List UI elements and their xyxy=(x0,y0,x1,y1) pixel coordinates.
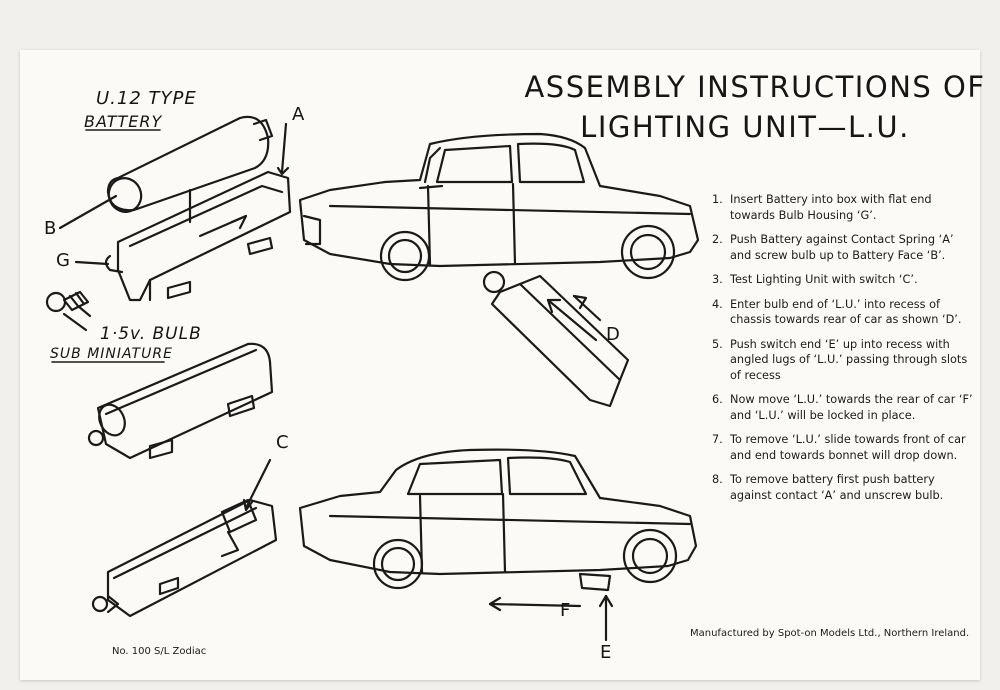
callout-label-c: C xyxy=(276,432,289,453)
manufacturer-line: Manufactured by Spot-on Models Ltd., Nor… xyxy=(690,628,970,639)
bulb-voltage-label: 1·5v. BULB xyxy=(100,324,202,344)
list-item: 4.Enter bulb end of ‘L.U.’ into recess o… xyxy=(712,297,962,327)
instruction-steps: 1.Insert Battery into box with flat end … xyxy=(712,192,974,512)
battery-box-bottom-illustration xyxy=(91,498,278,618)
list-item: 3.Test Lighting Unit with switch ‘C’. xyxy=(712,273,918,286)
list-item: 8.To remove battery first push battery a… xyxy=(712,473,944,502)
title-line-2: LIGHTING UNIT—L.U. xyxy=(580,110,910,144)
title-line-1: ASSEMBLY INSTRUCTIONS OF xyxy=(524,70,986,104)
list-item: 5.Push switch end ‘E’ up into recess wit… xyxy=(712,337,968,382)
lighting-unit-illustration xyxy=(482,270,630,408)
callout-label-a: A xyxy=(292,104,305,125)
battery-type-label: U.12 TYPE xyxy=(96,88,197,109)
battery-label: BATTERY xyxy=(84,112,163,131)
callout-label-d: D xyxy=(606,324,620,345)
battery-box-illustration xyxy=(104,170,292,302)
callout-label-f: F xyxy=(560,600,571,621)
car-top-illustration xyxy=(298,132,700,282)
car-bottom-illustration xyxy=(298,448,698,592)
callout-label-b: B xyxy=(44,218,57,239)
instruction-sheet xyxy=(20,50,980,680)
list-item: 2.Push Battery against Contact Spring ‘A… xyxy=(712,233,954,262)
list-item: 7.To remove ‘L.U.’ slide towards front o… xyxy=(712,433,966,462)
battery-illustration xyxy=(106,115,274,224)
callout-label-e: E xyxy=(600,642,612,663)
list-item: 6.Now move ‘L.U.’ towards the rear of ca… xyxy=(712,393,973,422)
callout-label-g: G xyxy=(56,250,70,271)
battery-box-middle-illustration xyxy=(87,342,274,460)
model-number: No. 100 S/L Zodiac xyxy=(112,646,207,657)
list-item: 1.Insert Battery into box with flat end … xyxy=(712,193,932,222)
bulb-illustration xyxy=(45,290,90,313)
bulb-type-label: SUB MINIATURE xyxy=(50,346,173,362)
callout-arrows xyxy=(51,122,614,642)
